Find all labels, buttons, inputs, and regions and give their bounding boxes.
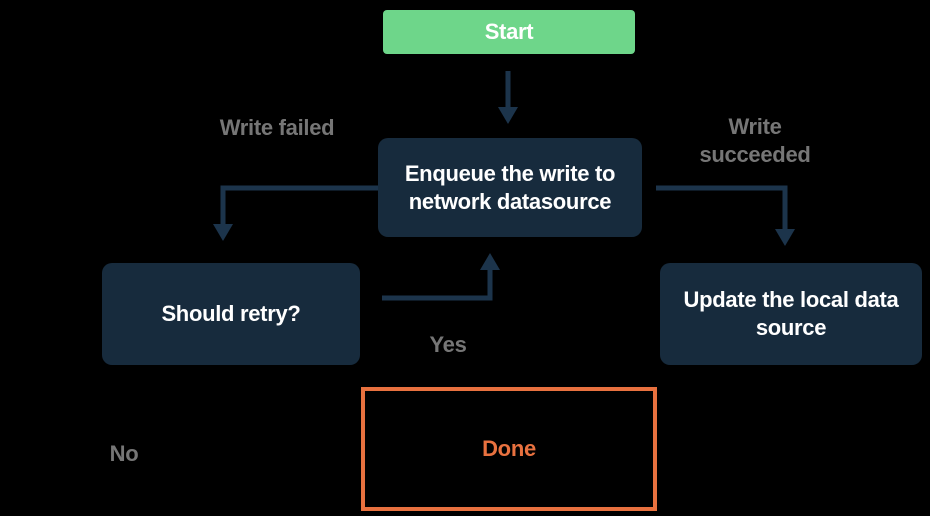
edge-enqueue-to-update-local [656,185,788,229]
node-done: Done [361,387,657,511]
edge-label-yes: Yes [429,332,467,357]
node-start-label: Start [484,19,534,44]
edge-label-no: No [109,441,139,466]
node-enqueue-write: Enqueue the write to network datasource [378,138,642,237]
node-done-label: Done [482,436,536,461]
node-should-retry: Should retry? [102,263,360,365]
node-start: Start [383,10,635,54]
edge-should-retry-to-enqueue [382,270,493,301]
node-should-retry-label: Should retry? [161,301,301,326]
arrowhead-should-retry-to-enqueue [480,253,500,270]
edge-label-write-succeeded: Write succeeded [699,114,811,167]
node-update-local-source-label: Update the local data source [683,287,899,340]
node-enqueue-write-label: Enqueue the write to network datasource [404,160,616,214]
arrowhead-enqueue-to-should-retry [213,224,233,241]
node-update-local-source: Update the local data source [660,263,922,365]
edge-enqueue-to-should-retry [220,185,378,224]
arrowhead-start-to-enqueue [498,107,518,124]
edge-label-write-failed: Write failed [219,115,335,140]
arrowhead-enqueue-to-update-local [775,229,795,246]
